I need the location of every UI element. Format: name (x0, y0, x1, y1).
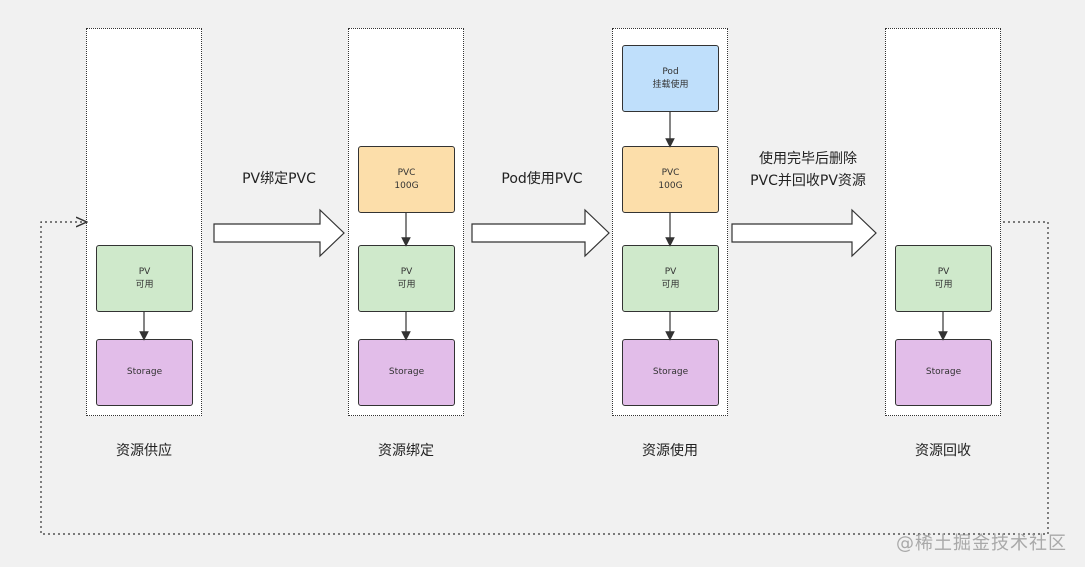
pvc-size: 100G (658, 180, 683, 191)
storage-box: Storage (358, 339, 455, 406)
block-arrow-bind (213, 208, 345, 258)
pv-box: PV 可用 (622, 245, 719, 312)
pv-name: PV (138, 266, 151, 277)
block-arrow-reclaim (731, 208, 877, 258)
step-label-reclaim-line2: PVC并回收PV资源 (750, 173, 866, 189)
pvc-box: PVC 100G (358, 146, 455, 213)
step-label-use: Pod使用PVC (474, 168, 610, 190)
pv-name: PV (937, 266, 950, 277)
storage-label: Storage (925, 367, 962, 377)
storage-label: Storage (126, 367, 163, 377)
step-label-bind-line: PV绑定PVC (242, 171, 316, 187)
pv-box: PV 可用 (895, 245, 992, 312)
pv-box: PV 可用 (358, 245, 455, 312)
storage-box: Storage (895, 339, 992, 406)
pv-status: 可用 (934, 279, 953, 290)
storage-label: Storage (652, 367, 689, 377)
block-arrow-use (471, 208, 610, 258)
step-label-bind: PV绑定PVC (214, 168, 344, 190)
pvc-size: 100G (394, 180, 419, 191)
pod-name: Pod (662, 66, 679, 77)
step-label-reclaim: 使用完毕后删除 PVC并回收PV资源 (728, 148, 888, 192)
watermark: @稀土掘金技术社区 (896, 533, 1067, 554)
pod-status: 挂载使用 (652, 79, 689, 90)
pod-box: Pod 挂载使用 (622, 45, 719, 112)
stage-label-usage: 资源使用 (642, 443, 698, 459)
stage-reclaim: PV 可用 Storage (885, 28, 1001, 416)
pv-status: 可用 (661, 279, 680, 290)
stage-label-provisioning: 资源供应 (116, 443, 172, 459)
pv-status: 可用 (135, 279, 154, 290)
pvc-name: PVC (661, 167, 680, 178)
storage-box: Storage (96, 339, 193, 406)
storage-label: Storage (388, 367, 425, 377)
pv-name: PV (400, 266, 413, 277)
stage-binding: PVC 100G PV 可用 Storage (348, 28, 464, 416)
stage-label-reclaim: 资源回收 (915, 443, 971, 459)
stage-label-binding: 资源绑定 (378, 443, 434, 459)
stage-provisioning: PV 可用 Storage (86, 28, 202, 416)
pvc-box: PVC 100G (622, 146, 719, 213)
storage-box: Storage (622, 339, 719, 406)
pv-box: PV 可用 (96, 245, 193, 312)
step-label-use-line: Pod使用PVC (501, 171, 583, 187)
pv-name: PV (664, 266, 677, 277)
pv-status: 可用 (397, 279, 416, 290)
stage-usage: Pod 挂载使用 PVC 100G PV 可用 Storage (612, 28, 728, 416)
step-label-reclaim-line1: 使用完毕后删除 (759, 151, 857, 167)
pvc-name: PVC (397, 167, 416, 178)
